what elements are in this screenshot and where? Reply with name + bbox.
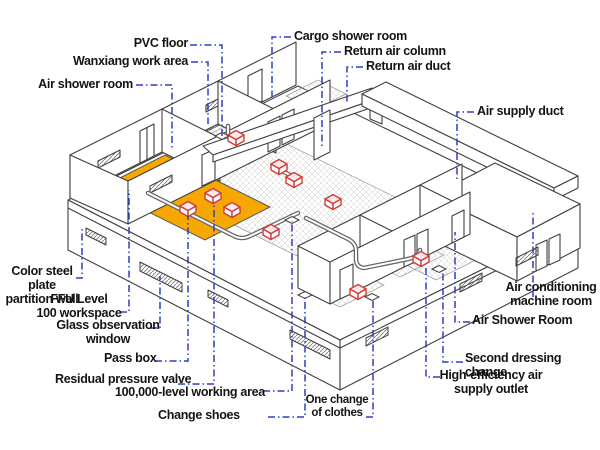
leader-pvc-floor	[190, 44, 223, 137]
label-ac-machine-room: Air conditioning machine room	[505, 280, 597, 308]
wall-vent-icon	[97, 149, 121, 169]
leader-return-air-duct	[346, 66, 363, 102]
label-change-shoes: Change shoes	[158, 408, 240, 422]
leader-high-efficiency-outlet	[425, 267, 440, 378]
wall-vent-icon	[365, 326, 389, 347]
leader-color-steel-plate	[76, 228, 83, 279]
leader-lines	[76, 36, 534, 418]
label-air-shower-room-right: Air Shower Room	[472, 313, 573, 327]
leader-second-dressing-change	[442, 272, 463, 363]
door-icon	[451, 209, 465, 244]
leader-air-supply-duct	[456, 111, 474, 180]
front-change-rooms	[297, 163, 471, 305]
leader-glass-observation-window	[150, 276, 161, 329]
glass-observation-window-shape	[289, 329, 331, 360]
leader-working-area	[263, 221, 293, 392]
wall-vent-icon	[85, 227, 107, 246]
leader-ffu-workspace	[120, 190, 130, 313]
label-one-change-of-clothes: One change of clothes	[305, 394, 369, 419]
leader-residual-pressure-valve	[178, 202, 215, 385]
leader-return-air-column	[321, 51, 341, 148]
leader-pass-box	[155, 216, 189, 362]
label-cargo-shower-room: Cargo shower room	[294, 29, 407, 43]
label-100000-working-area: 100,000-level working area	[115, 385, 265, 399]
leader-air-shower-room-right	[454, 232, 470, 323]
label-wanxiang-work-area: Wanxiang work area	[72, 54, 188, 68]
label-air-supply-duct: Air supply duct	[477, 104, 564, 118]
glass-observation-window-shape	[139, 261, 183, 293]
label-residual-pressure-valve: Residual pressure valve	[55, 372, 192, 386]
outer-wall-openings	[85, 227, 539, 360]
wall-vent-icon	[207, 289, 229, 308]
label-pass-box: Pass box	[104, 351, 157, 365]
door-icon	[548, 233, 561, 266]
label-color-steel-plate: Color steel plate partition wall	[5, 264, 79, 306]
label-ffu-workspace: FFU Level 100 workspace	[36, 292, 122, 320]
wall-vent-icon	[459, 272, 483, 293]
label-return-air-column: Return air column	[344, 44, 446, 58]
label-high-efficiency-outlet: High-efficiency air supply outlet	[439, 368, 543, 396]
label-pvc-floor: PVC floor	[133, 36, 189, 50]
wall-vent-icon	[149, 174, 173, 194]
label-glass-observation-window: Glass observation window	[56, 318, 160, 346]
leader-air-shower-room	[136, 84, 173, 150]
leader-wanxiang-work-area	[191, 61, 209, 124]
floor-ducts	[145, 123, 423, 271]
label-air-shower-room: Air shower room	[38, 77, 133, 91]
label-second-dressing-change: Second dressing change	[465, 351, 562, 379]
label-return-air-duct: Return air duct	[366, 59, 451, 73]
leader-cargo-shower-room	[271, 36, 291, 100]
leader-change-shoes	[268, 297, 306, 418]
leader-one-change-of-clothes	[366, 299, 374, 418]
